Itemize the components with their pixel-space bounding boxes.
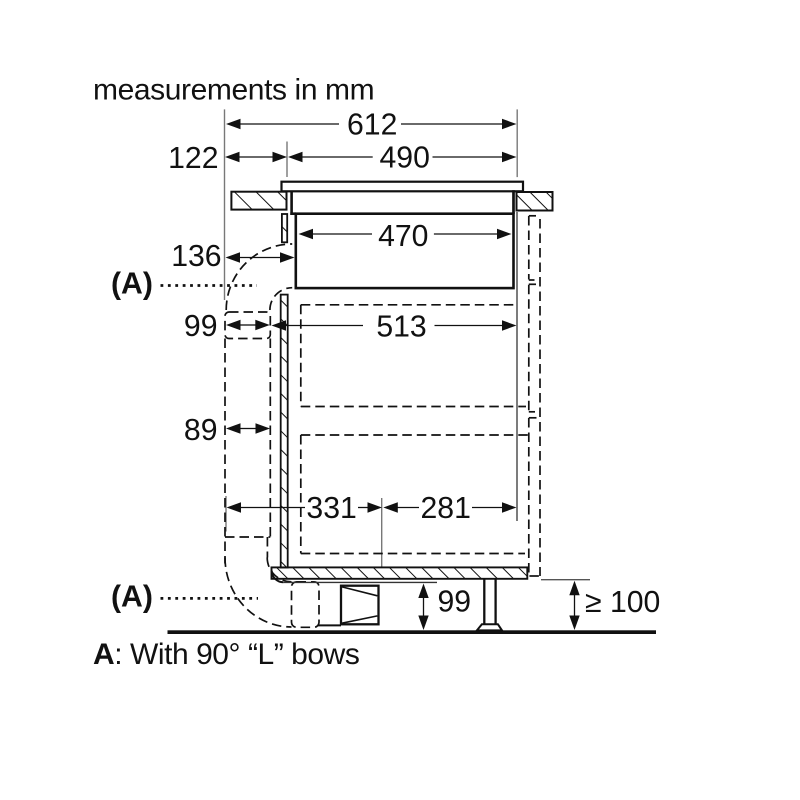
svg-text:513: 513 — [376, 311, 426, 344]
svg-text:(A): (A) — [111, 580, 153, 613]
svg-text:122: 122 — [168, 142, 218, 175]
svg-text:490: 490 — [380, 142, 430, 175]
svg-text:331: 331 — [306, 492, 356, 525]
svg-text:470: 470 — [378, 220, 428, 253]
svg-text:A: With 90° “L” bows: A: With 90° “L” bows — [93, 638, 359, 671]
svg-text:612: 612 — [347, 109, 397, 142]
svg-text:measurements in mm: measurements in mm — [93, 74, 374, 107]
svg-text:89: 89 — [184, 414, 218, 447]
svg-text:281: 281 — [421, 492, 471, 525]
svg-text:99: 99 — [438, 586, 472, 619]
svg-text:99: 99 — [184, 310, 218, 343]
svg-text:136: 136 — [171, 240, 221, 273]
svg-text:(A): (A) — [111, 268, 153, 301]
svg-text:≥ 100: ≥ 100 — [585, 586, 660, 619]
